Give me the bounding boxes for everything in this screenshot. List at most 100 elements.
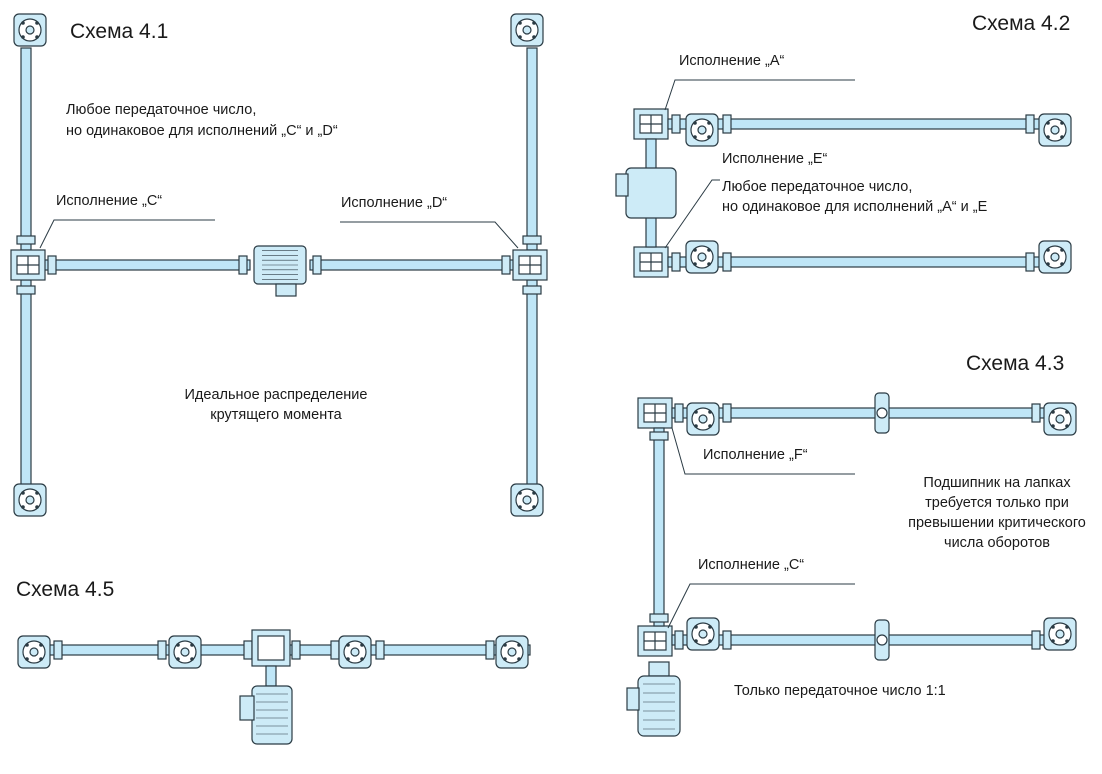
scheme-4-5-coupling-5 (375, 640, 385, 660)
scheme-4-5-jack-3-bolt-3 (360, 657, 364, 661)
scheme-4-3-motor-terminal-box (626, 687, 640, 711)
scheme-4-2-jack-lower-left-bolt-3 (707, 262, 711, 266)
scheme-4-2-coupling-5 (1025, 252, 1035, 272)
scheme-4-3-ratio-note: Только передаточное число 1:1 (734, 683, 946, 699)
scheme-4-3-jack-upper-right-bolt-1 (1065, 410, 1069, 414)
scheme-4-3-coupling-4 (722, 630, 732, 650)
scheme-4-2-motor-terminal-box (615, 173, 629, 197)
scheme-4-2-jack-lower-left-bolt-1 (707, 248, 711, 252)
scheme-4-5-coupling-0 (53, 640, 63, 660)
scheme-4-1-title: Схема 4.1 (70, 20, 169, 43)
scheme-4-3-bearing-note-line1: Подшипник на лапках (923, 475, 1071, 491)
scheme-4-3-version-c-label: Исполнение „C“ (698, 557, 805, 573)
scheme-4-1-right-horizontal-shaft (309, 259, 515, 271)
scheme-4-5-coupling-1 (157, 640, 167, 660)
scheme-4-3-jack-lower-left-bolt-3 (708, 639, 712, 643)
scheme-4-5-motor (251, 685, 293, 745)
scheme-4-2-jack-lower-left-bolt-0 (693, 248, 697, 252)
scheme-4-1-motor-foot (275, 283, 297, 297)
scheme-4-1-jack-top-right-spindle (522, 25, 532, 35)
scheme-4-5-jack-4-bolt-2 (503, 657, 507, 661)
scheme-4-1-right-lower-shaft (526, 279, 538, 491)
scheme-4-5-motor-shaft (265, 665, 277, 687)
scheme-4-2-lower-motor-shaft (645, 214, 657, 248)
scheme-4-3-coupling-3 (674, 630, 684, 650)
scheme-4-1-ratio-note-line2: но одинаковое для исполнений „C“ и „D“ (66, 123, 338, 139)
scheme-4-5-coupling-6 (485, 640, 495, 660)
scheme-4-5-jack-4-spindle (507, 647, 517, 657)
scheme-4-2-leader-e (664, 179, 720, 249)
scheme-4-3-jack-lower-left-bolt-1 (708, 625, 712, 629)
scheme-4-1-jack-bottom-right-bolt-0 (518, 491, 522, 495)
scheme-4-2-jack-lower-right-bolt-0 (1046, 248, 1050, 252)
scheme-4-5-jack-1-spindle (29, 647, 39, 657)
scheme-4-3-jack-lower-left-bolt-0 (694, 625, 698, 629)
scheme-4-2-jack-lower-right-spindle (1050, 252, 1060, 262)
scheme-4-1-vertical-coupling-2 (522, 235, 542, 245)
scheme-4-1-left-horizontal-shaft (43, 259, 251, 271)
scheme-4-3-jack-lower-right-bolt-2 (1051, 639, 1055, 643)
scheme-4-1-jack-bottom-left-bolt-3 (35, 505, 39, 509)
scheme-4-2-jack-upper-right-bolt-0 (1046, 121, 1050, 125)
scheme-4-5-jack-2-bolt-1 (190, 643, 194, 647)
scheme-4-1-torque-note-line1: Идеальное распределение (184, 387, 368, 403)
scheme-4-5-gearbox-window (257, 635, 285, 661)
scheme-4-3-bearing-upper-bore (876, 407, 888, 419)
scheme-4-3-motor-flange (648, 661, 670, 677)
scheme-4-1-jack-bottom-right-bolt-3 (532, 505, 536, 509)
scheme-4-5-jack-2-bolt-2 (176, 657, 180, 661)
scheme-4-1-coupling-a (47, 255, 57, 275)
scheme-4-5-jack-4-bolt-1 (517, 643, 521, 647)
scheme-4-1-jack-bottom-right-bolt-2 (518, 505, 522, 509)
scheme-4-3-jack-upper-left-bolt-3 (708, 424, 712, 428)
scheme-4-5-jack-2-bolt-3 (190, 657, 194, 661)
scheme-4-2-jack-lower-right-bolt-1 (1060, 248, 1064, 252)
scheme-4-1-coupling-b (238, 255, 248, 275)
scheme-4-1-jack-top-right-bolt-0 (518, 21, 522, 25)
scheme-4-1-version-d-label: Исполнение „D“ (341, 195, 448, 211)
scheme-4-2-jack-lower-right-bolt-3 (1060, 262, 1064, 266)
scheme-4-3-coupling-0 (674, 403, 684, 423)
scheme-4-1-jack-bottom-left-bolt-2 (21, 505, 25, 509)
scheme-4-1-leader-c (39, 219, 215, 249)
scheme-4-1-jack-top-right-bolt-1 (532, 21, 536, 25)
scheme-4-1-jack-top-left-bolt-1 (35, 21, 39, 25)
scheme-4-3-jack-upper-right-bolt-3 (1065, 424, 1069, 428)
scheme-4-1-jack-bottom-left-spindle (25, 495, 35, 505)
scheme-4-3-vertical-coupling-bottom (649, 613, 669, 623)
scheme-4-2-jack-upper-right-bolt-2 (1046, 135, 1050, 139)
scheme-4-2-jack-upper-left-bolt-3 (707, 135, 711, 139)
scheme-4-2-ratio-note-line1: Любое передаточное число, (722, 179, 913, 195)
scheme-4-3-bearing-note-line2: требуется только при (925, 495, 1069, 511)
scheme-4-1-jack-top-right-bolt-2 (518, 35, 522, 39)
scheme-4-2-jack-upper-left-spindle (697, 125, 707, 135)
scheme-4-1-ratio-note-line1: Любое передаточное число, (66, 102, 257, 118)
scheme-4-3-jack-lower-left-spindle (698, 629, 708, 639)
scheme-4-1-vertical-coupling-1 (16, 285, 36, 295)
scheme-4-3-bearing-note-line4: числа оборотов (944, 535, 1050, 551)
scheme-4-1-jack-top-left-bolt-3 (35, 35, 39, 39)
scheme-4-1-left-upper-shaft (20, 47, 32, 251)
scheme-4-2-version-a-label: Исполнение „A“ (679, 53, 785, 69)
scheme-4-2-jack-upper-left-bolt-0 (693, 121, 697, 125)
scheme-4-3-version-f-label: Исполнение „F“ (703, 447, 808, 463)
scheme-4-3-jack-upper-left-spindle (698, 414, 708, 424)
scheme-4-1-torque-note-line2: крутящего момента (210, 407, 342, 423)
scheme-4-3-jack-lower-right-bolt-0 (1051, 625, 1055, 629)
scheme-4-3-jack-upper-left-bolt-2 (694, 424, 698, 428)
scheme-4-3-jack-upper-left-bolt-1 (708, 410, 712, 414)
scheme-4-3-jack-upper-right-bolt-0 (1051, 410, 1055, 414)
scheme-4-2-jack-upper-right-bolt-3 (1060, 135, 1064, 139)
scheme-4-2-jack-lower-left-spindle (697, 252, 707, 262)
scheme-4-3-jack-upper-right-spindle (1055, 414, 1065, 424)
scheme-4-3-jack-lower-right-bolt-3 (1065, 639, 1069, 643)
scheme-4-1-vertical-coupling-3 (522, 285, 542, 295)
scheme-4-5-jack-1-bolt-0 (25, 643, 29, 647)
scheme-4-2-jack-lower-right-bolt-2 (1046, 262, 1050, 266)
scheme-4-5-jack-3-spindle (350, 647, 360, 657)
scheme-4-5-coupling-2 (243, 640, 253, 660)
scheme-4-2-jack-upper-right-bolt-1 (1060, 121, 1064, 125)
scheme-4-1-version-c-label: Исполнение „C“ (56, 193, 163, 209)
scheme-4-5-jack-2-bolt-0 (176, 643, 180, 647)
scheme-4-3-vertical-coupling-top (649, 431, 669, 441)
